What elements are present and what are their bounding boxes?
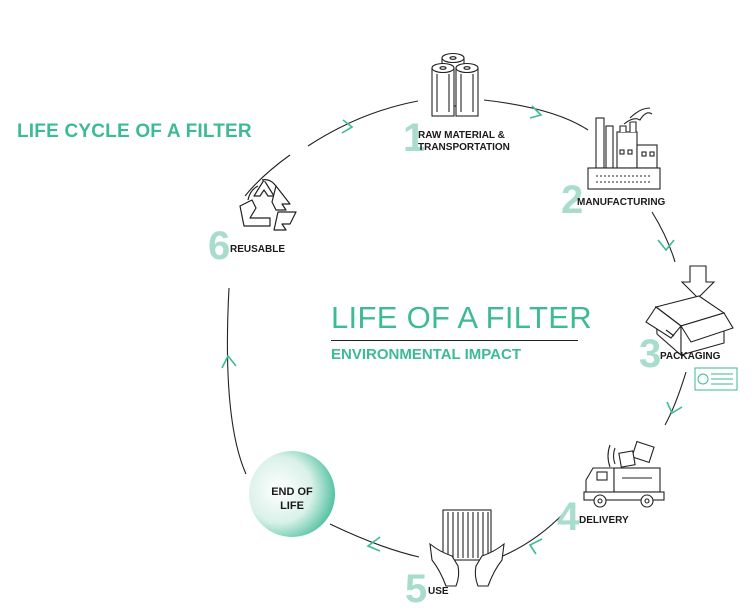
stage-4-label: DELIVERY — [579, 515, 629, 526]
factory-icon — [587, 107, 661, 190]
arrow-1 — [341, 119, 354, 134]
arrow-7 — [221, 354, 237, 369]
stage-1-number: 1 — [403, 116, 426, 160]
arrow-2 — [529, 105, 543, 119]
center-subtitle: ENVIRONMENTAL IMPACT — [331, 346, 521, 363]
end-of-life-label: END OF LIFE — [256, 485, 328, 513]
stage-6-label: REUSABLE — [230, 244, 286, 255]
recycle-icon — [239, 179, 297, 231]
hands-filter-icon — [429, 509, 505, 587]
stage-1-label: RAW MATERIAL & TRANSPORTATION — [418, 130, 510, 154]
stage-6-number: 6 — [208, 224, 231, 268]
arrow-6 — [366, 536, 381, 552]
cycle-arrows — [221, 105, 683, 555]
stage-5-number: 5 — [405, 567, 428, 611]
stage-1-label-line2: TRANSPORTATION — [418, 142, 510, 153]
stage-3-number: 3 — [639, 332, 662, 376]
center-divider — [331, 340, 578, 341]
arrow-5 — [528, 538, 543, 555]
end-of-life-line1: END OF — [271, 486, 313, 498]
arrow-4 — [666, 401, 683, 415]
stage-2-label: MANUFACTURING — [577, 197, 666, 208]
box-icon — [645, 265, 734, 357]
fsc-certificate-badge — [694, 367, 738, 391]
stage-1-label-line1: RAW MATERIAL & — [418, 130, 505, 141]
stage-5-label: USE — [428, 586, 449, 597]
cycle-path — [226, 99, 687, 559]
arrow-3 — [657, 239, 675, 252]
center-title: LIFE OF A FILTER — [331, 300, 592, 335]
end-of-life-circle — [249, 451, 335, 537]
stage-2-number: 2 — [561, 178, 584, 222]
rolls-icon — [431, 52, 479, 117]
end-of-life-line2: LIFE — [280, 500, 304, 512]
stage-4-number: 4 — [557, 495, 580, 539]
page-heading: LIFE CYCLE OF A FILTER — [17, 121, 252, 142]
truck-icon — [583, 440, 665, 508]
stage-3-label: PACKAGING — [660, 351, 721, 362]
